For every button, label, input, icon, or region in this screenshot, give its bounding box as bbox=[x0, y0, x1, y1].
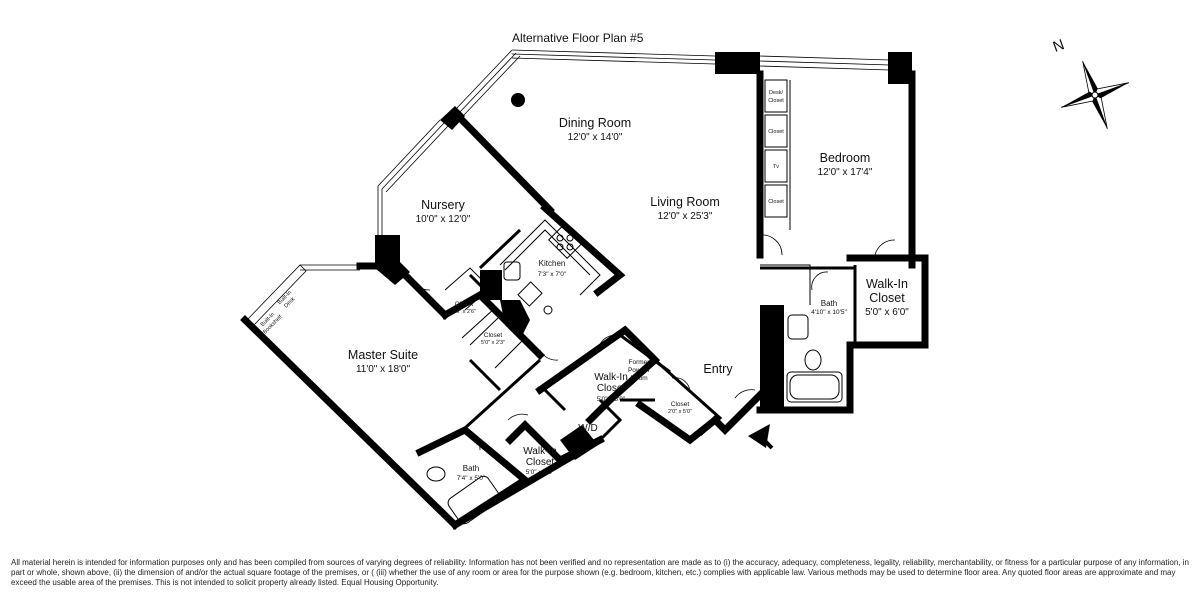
compass-icon bbox=[1061, 61, 1129, 129]
powder-room-line1: Former bbox=[629, 359, 651, 366]
dining-room-dims: 12'0" x 14'0" bbox=[568, 132, 623, 143]
desk-closet-label: Desk/ bbox=[769, 90, 784, 96]
door-swings bbox=[409, 234, 896, 451]
walkin-closet-low-dims: 5'0" x 5'0" bbox=[526, 469, 555, 476]
kitchen-dims: 7'3" x 7'0" bbox=[538, 271, 567, 278]
dining-room-name: Dining Room bbox=[559, 116, 631, 130]
bath-bedroom-name: Bath bbox=[821, 299, 837, 308]
walkin-closet-bedroom-name-2: Closet bbox=[869, 291, 905, 305]
structural-column bbox=[715, 52, 760, 74]
closet-b-label: Closet bbox=[768, 129, 784, 135]
kitchen-counters bbox=[499, 219, 601, 315]
nursery-dims: 10'0" x 12'0" bbox=[416, 214, 471, 225]
bedroom-closets bbox=[764, 79, 791, 230]
disclaimer-text: All material herein is intended for info… bbox=[11, 558, 1189, 587]
kitchen-name: Kitchen bbox=[539, 259, 566, 268]
master-suite-dims: 11'0" x 18'0" bbox=[356, 364, 411, 375]
structural-column bbox=[480, 270, 502, 300]
walkin-closet-mid-name: Walk-In bbox=[594, 372, 628, 383]
tv-label: Tv bbox=[773, 164, 779, 170]
closet-nursery-name: Closet bbox=[455, 301, 474, 308]
structural-column bbox=[440, 106, 465, 130]
nursery-name: Nursery bbox=[421, 198, 466, 212]
window-top bbox=[454, 49, 891, 117]
bath-bedroom-dims: 4'10" x 10'5" bbox=[811, 309, 847, 316]
desk-closet-label-2: Closet bbox=[768, 98, 784, 104]
walkin-closet-bedroom-dims: 5'0" x 6'0" bbox=[865, 307, 909, 318]
master-suite-name: Master Suite bbox=[348, 348, 418, 362]
closet-entry-dims: 2'0" x 5'0" bbox=[668, 409, 692, 415]
structural-column bbox=[760, 305, 784, 410]
living-room-name: Living Room bbox=[650, 195, 719, 209]
walkin-closet-low-name-2: Closet bbox=[526, 457, 555, 468]
closet-c-label: Closet bbox=[768, 199, 784, 205]
closet-nursery-dims: 2'0" x 2'6" bbox=[452, 309, 476, 315]
bedroom-name: Bedroom bbox=[820, 151, 871, 165]
walkin-closet-low-name: Walk-In bbox=[523, 446, 557, 457]
bath-master-name: Bath bbox=[463, 464, 479, 473]
plan-title: Alternative Floor Plan #5 bbox=[512, 31, 644, 45]
bedroom-dims: 12'0" x 17'4" bbox=[818, 167, 873, 178]
compass-north-label: N bbox=[1051, 36, 1067, 56]
floor-plan: Alternative Floor Plan #5 N bbox=[240, 31, 1129, 530]
walkin-closet-mid-name-2: Closet bbox=[597, 383, 626, 394]
closet-kitchen-name: Closet bbox=[484, 332, 503, 339]
powder-room-line2: Powder bbox=[628, 367, 651, 374]
window-nursery bbox=[377, 119, 449, 235]
walkin-closet-mid-dims: 5'0" x 5'0" bbox=[597, 396, 626, 403]
bath-master-dims: 7'4" x 5'0" bbox=[457, 475, 486, 482]
structural-column bbox=[500, 300, 530, 340]
bathroom-fixtures bbox=[786, 314, 843, 403]
walkin-closet-bedroom-name: Walk-In bbox=[866, 277, 908, 291]
master-bath-fixtures bbox=[426, 466, 501, 525]
structural-column bbox=[560, 425, 598, 460]
powder-room-line3: Room bbox=[630, 375, 647, 382]
closet-entry-name: Closet bbox=[671, 401, 690, 408]
structural-column bbox=[888, 52, 912, 84]
entry-label: Entry bbox=[703, 362, 733, 376]
structural-column bbox=[511, 93, 525, 107]
closet-kitchen-dims: 5'0" x 2'3" bbox=[481, 340, 505, 346]
living-room-dims: 12'0" x 25'3" bbox=[658, 211, 713, 222]
wd-label: W/D bbox=[578, 423, 597, 434]
structural-column bbox=[375, 235, 410, 285]
